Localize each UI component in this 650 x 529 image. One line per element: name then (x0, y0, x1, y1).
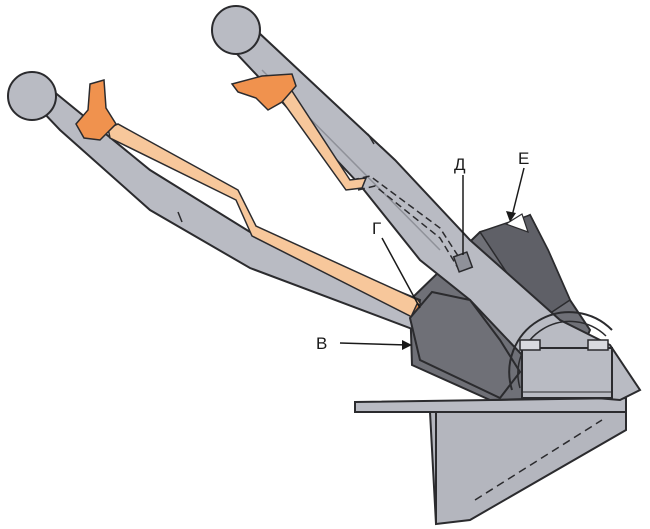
upper-lever-knob (211, 5, 261, 55)
label-e: Е (518, 149, 529, 168)
pivot-block (521, 347, 613, 399)
label-d: Д (454, 155, 466, 174)
upper-hidden-rod-2 (357, 185, 459, 269)
leader-lines (339, 167, 525, 350)
blade-edge-e (504, 213, 529, 233)
label-g: Г (372, 219, 381, 238)
leader-v-arrow (402, 340, 412, 350)
leader-g (381, 237, 421, 309)
leader-e (511, 167, 525, 217)
lower-pedal (75, 79, 117, 141)
bolt-left-icon (519, 339, 541, 351)
upper-lever-body (219, 30, 642, 402)
moving-jaw-body (408, 290, 522, 400)
base-vertical-plate (428, 411, 627, 526)
pivot-hub-arc (508, 311, 613, 391)
bolt-right-icon (587, 339, 609, 351)
leader-v (339, 342, 409, 346)
upper-lever-arm (211, 5, 642, 402)
upper-rod (274, 87, 368, 191)
moving-jaw (408, 290, 522, 400)
lower-lever-tick (177, 211, 183, 223)
lower-lever-knob (7, 71, 57, 121)
label-v: В (316, 334, 327, 353)
upper-pedal (230, 73, 297, 111)
lower-lever-arm (7, 71, 422, 332)
diagram-labels: В Г Д Е (316, 149, 529, 353)
pivot-hub-arc-inner (517, 320, 607, 389)
pivot-hub (508, 311, 613, 399)
upper-lever-tick (367, 133, 375, 145)
upper-hidden-rod (351, 175, 463, 263)
leader-e-arrow (506, 211, 516, 222)
base-bracket (354, 396, 627, 526)
rod-slot-d (452, 251, 474, 273)
upper-pedal-assembly (230, 73, 368, 191)
